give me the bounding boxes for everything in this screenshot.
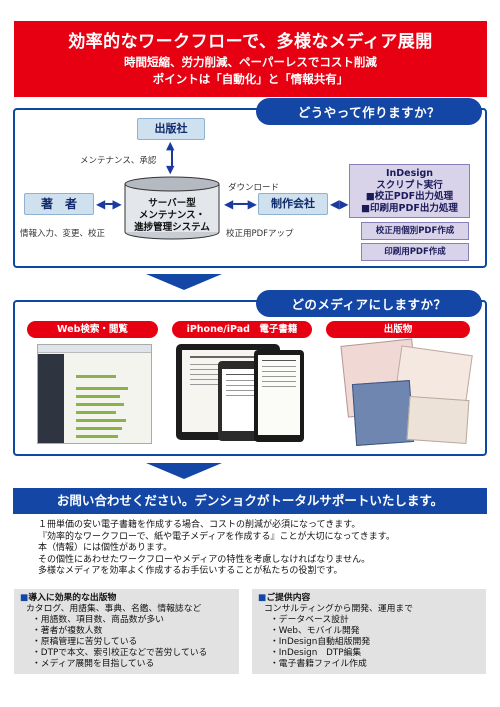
server-production-arrow: ◀━━▶ bbox=[224, 197, 257, 211]
banner-subtitle-2: ポイントは「自動化」と「情報共有」 bbox=[152, 72, 349, 86]
workflow-question: どうやって作りますか？ bbox=[256, 98, 482, 125]
examples-item: ・著者が複数人数 bbox=[32, 626, 103, 636]
media-print-pill: 出版物 bbox=[326, 321, 470, 338]
server-line-2: メンテナンス・ bbox=[138, 210, 206, 221]
down-arrow-1 bbox=[146, 274, 222, 290]
services-head: ご提供内容 bbox=[266, 593, 311, 603]
banner-subtitle-1: 時間短縮、労力削減、ペーパーレスでコスト削減 bbox=[124, 55, 377, 69]
square-bullet-icon: ■ bbox=[20, 593, 29, 603]
contact-bar: お問い合わせください。デンショクがトータルサポートいたします。 bbox=[13, 488, 487, 514]
examples-item: ・原稿管理に苦労している bbox=[32, 637, 138, 647]
media-question: どのメディアにしますか？ bbox=[256, 290, 482, 317]
web-screenshot-header bbox=[38, 345, 151, 353]
indesign-line-2: スクリプト実行 bbox=[376, 179, 443, 191]
media-ebook-pill: iPhone/iPad 電子書籍 bbox=[172, 321, 312, 338]
server-publisher-arrow: ▼ bbox=[166, 163, 175, 176]
body-paragraph-4: その個性にあわせたワークフローやメディアの特性を考慮しなければなりません。 bbox=[38, 554, 371, 565]
indesign-line-4: ■印刷用PDF出力処理 bbox=[361, 202, 458, 214]
web-screenshot-menu bbox=[38, 354, 64, 443]
examples-box: ■導入に効果的な出版物 カタログ、用語集、事典、名鑑、情報誌など ・用語数、項目… bbox=[14, 589, 239, 674]
indesign-line-1: InDesign bbox=[385, 168, 434, 179]
upload-label: 校正用PDFアップ bbox=[226, 229, 294, 239]
body-paragraph-3: 本（情報）には個性があります。 bbox=[38, 543, 173, 553]
services-item: ・データベース設計 bbox=[270, 615, 349, 625]
services-item: ・Web、モバイル開発 bbox=[270, 626, 360, 636]
media-web-pill: Web検索・閲覧 bbox=[27, 321, 158, 338]
server-database: サーバー型 メンテナンス・ 進捗管理システム bbox=[123, 176, 221, 240]
print-pdf-box: 印刷用PDF作成 bbox=[361, 243, 469, 261]
production-node: 制作会社 bbox=[258, 193, 328, 215]
indesign-script-box: InDesign スクリプト実行 ■校正PDF出力処理 ■印刷用PDF出力処理 bbox=[349, 164, 470, 218]
examples-item: ・用語数、項目数、商品数が多い bbox=[32, 615, 164, 625]
tablet-image-2 bbox=[254, 350, 304, 442]
services-item: ・InDesign自動組版開発 bbox=[270, 637, 371, 647]
services-sub: コンサルティングから開発、運用まで bbox=[264, 604, 414, 614]
banner-title: 効率的なワークフローで、多様なメディア展開 bbox=[68, 32, 433, 52]
header-banner: 効率的なワークフローで、多様なメディア展開 時間短縮、労力削減、ペーパーレスでコ… bbox=[14, 21, 487, 97]
maintenance-label: メンテナンス、承認 bbox=[80, 156, 157, 166]
books-image bbox=[334, 338, 474, 448]
server-line-3: 進捗管理システム bbox=[134, 222, 210, 233]
services-item: ・電子書籍ファイル作成 bbox=[270, 659, 367, 669]
publisher-server-line bbox=[171, 150, 173, 166]
examples-head: 導入に効果的な出版物 bbox=[28, 593, 117, 603]
examples-item: ・DTPで本文、索引校正などで苦労している bbox=[32, 648, 208, 658]
body-text: １冊単価の安い電子書籍を作成する場合、コストの削減が必須になってきます。 『効率… bbox=[38, 520, 478, 578]
web-screenshot bbox=[37, 344, 152, 444]
body-paragraph-2: 『効率的なワークフローで、紙や電子メディアを作成する』ことが大切になってきます。 bbox=[38, 531, 395, 542]
services-box: ■ご提供内容 コンサルティングから開発、運用まで ・データベース設計 ・Web、… bbox=[252, 589, 486, 674]
body-paragraph-1: １冊単価の安い電子書籍を作成する場合、コストの削減が必須になってきます。 bbox=[38, 520, 361, 530]
down-arrow-2 bbox=[146, 463, 222, 479]
publisher-node: 出版社 bbox=[137, 118, 205, 140]
author-label: 情報入力、変更、校正 bbox=[20, 229, 106, 239]
production-indesign-arrow: ◀▶ bbox=[330, 197, 349, 211]
square-bullet-icon: ■ bbox=[258, 593, 267, 603]
author-server-arrow: ◀━▶ bbox=[96, 197, 122, 211]
download-label: ダウンロード bbox=[228, 183, 280, 193]
database-icon bbox=[124, 176, 220, 240]
author-node: 著 者 bbox=[24, 193, 94, 215]
server-line-1: サーバー型 bbox=[148, 198, 196, 209]
services-item: ・InDesign DTP編集 bbox=[270, 648, 362, 658]
indesign-line-3: ■校正PDF出力処理 bbox=[365, 191, 454, 202]
proof-pdf-box: 校正用個別PDF作成 bbox=[361, 222, 469, 240]
body-paragraph-5: 多様なメディアを効率よく作成するお手伝いすることが私たちの役割です。 bbox=[38, 566, 343, 576]
examples-sub: カタログ、用語集、事典、名鑑、情報誌など bbox=[26, 604, 202, 614]
publisher-server-arrow: ▲ bbox=[166, 139, 175, 152]
examples-item: ・メディア展開を目指している bbox=[32, 659, 155, 669]
